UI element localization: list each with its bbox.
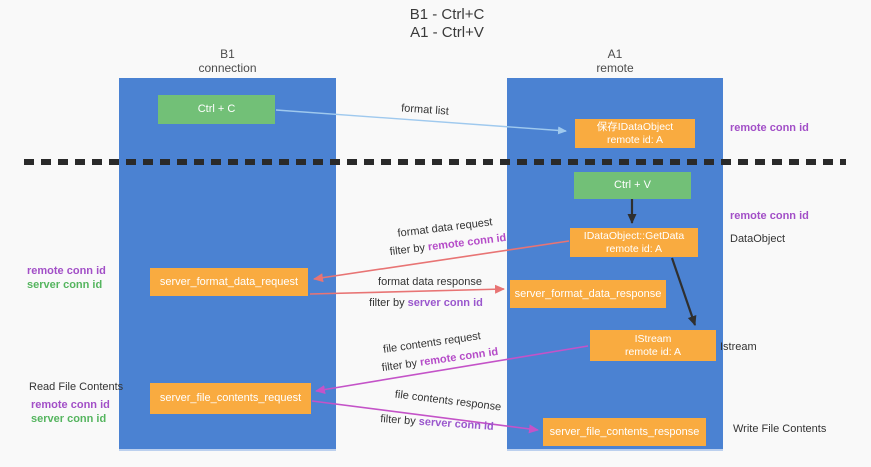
getdata-line1: IDataObject::GetData xyxy=(583,229,685,242)
ctrl-c-box: Ctrl + C xyxy=(158,95,275,124)
format-list-label: format list xyxy=(400,102,450,118)
title-line-1: B1 - Ctrl+C xyxy=(409,6,485,23)
left-server-conn-id-label-2: server conn id xyxy=(31,413,107,425)
dataobject-label: DataObject xyxy=(730,233,786,245)
column-b1-role: connection xyxy=(198,61,257,75)
column-header-b1: B1 connection xyxy=(119,47,336,75)
server-format-data-response-box: server_format_data_response xyxy=(510,280,666,308)
remote-conn-id-text: remote conn id xyxy=(419,345,499,369)
server-format-data-request-box: server_format_data_request xyxy=(150,268,308,296)
save-dataobject-line1: 保存IDataObject xyxy=(596,120,674,133)
getdata-box: IDataObject::GetData remote id: A xyxy=(570,228,698,257)
save-dataobject-line2: remote id: A xyxy=(606,133,664,146)
filter-by-text: filter by xyxy=(381,356,421,375)
istream-side-label: Istream xyxy=(720,341,757,353)
server-conn-id-text: server conn id xyxy=(418,415,495,433)
server-conn-id-text: server conn id xyxy=(407,297,483,309)
istream-line2: remote id: A xyxy=(624,345,682,358)
left-remote-conn-id-label-1: remote conn id xyxy=(27,265,106,277)
title-line-2: A1 - Ctrl+V xyxy=(410,24,484,41)
left-server-conn-id-label-1: server conn id xyxy=(27,279,103,291)
server-file-contents-response-box: server_file_contents_response xyxy=(543,418,706,446)
ctrl-v-box: Ctrl + V xyxy=(574,172,691,199)
filter-by-text: filter by xyxy=(379,413,420,428)
column-header-a1: A1 remote xyxy=(507,47,723,75)
remote-conn-id-text: remote conn id xyxy=(427,231,507,254)
file-contents-response-label: file contents response xyxy=(394,388,502,414)
format-data-response-filter-label: filter by server conn id xyxy=(369,297,483,309)
arrow-format-data-response xyxy=(309,284,505,295)
right-remote-conn-id-label-1: remote conn id xyxy=(730,122,809,134)
filter-by-text: filter by xyxy=(389,241,429,259)
filter-by-text: filter by xyxy=(369,297,408,309)
write-file-contents-label: Write File Contents xyxy=(733,423,827,435)
server-file-contents-request-box: server_file_contents_request xyxy=(150,383,311,414)
column-b1-name: B1 xyxy=(220,47,235,61)
istream-line1: IStream xyxy=(634,332,672,345)
column-a1-role: remote xyxy=(596,61,634,75)
diagram-title: B1 - Ctrl+C A1 - Ctrl+V xyxy=(327,6,567,42)
right-remote-conn-id-label-2: remote conn id xyxy=(730,210,809,222)
save-dataobject-box: 保存IDataObject remote id: A xyxy=(575,119,695,148)
format-data-response-label: format data response xyxy=(378,276,482,288)
read-file-contents-label: Read File Contents xyxy=(29,381,124,393)
left-remote-conn-id-label-2: remote conn id xyxy=(31,399,110,411)
column-a1-name: A1 xyxy=(607,47,623,61)
getdata-line2: remote id: A xyxy=(605,242,663,255)
file-contents-response-filter-label: filter by server conn id xyxy=(380,413,494,433)
istream-box: IStream remote id: A xyxy=(590,330,716,361)
